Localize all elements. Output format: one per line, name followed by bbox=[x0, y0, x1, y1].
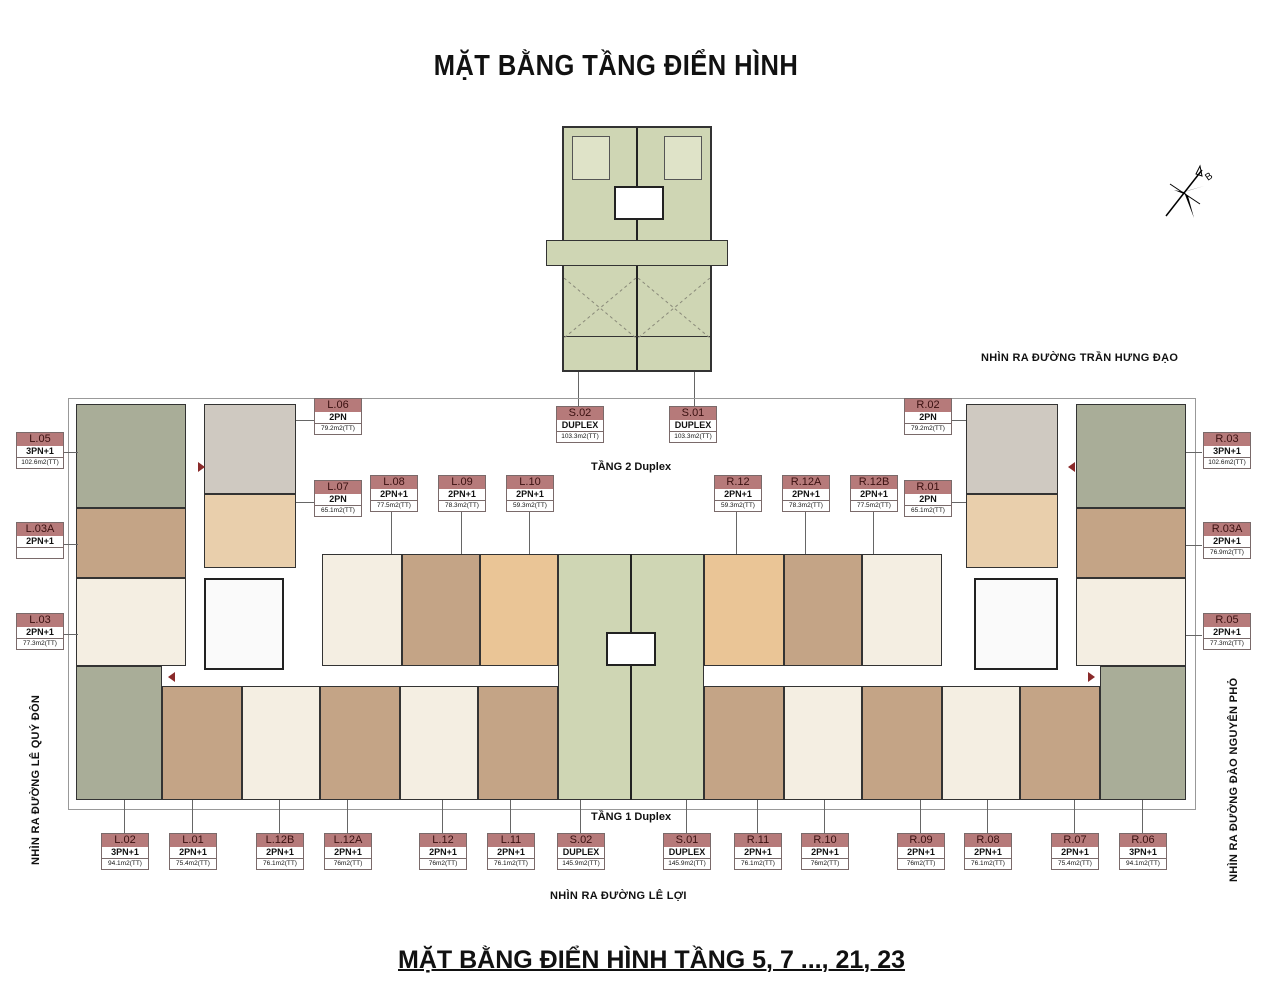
floor-label-lower: TẦNG 1 Duplex bbox=[591, 811, 672, 823]
unit-tag-R11[interactable]: R.11 2PN+1 76.1m2(TT) bbox=[734, 833, 782, 870]
unit-tag-R12A[interactable]: R.12A 2PN+1 78.3m2(TT) bbox=[782, 475, 830, 512]
unit-tag-R06[interactable]: R.06 3PN+1 94.1m2(TT) bbox=[1119, 833, 1167, 870]
north-arrow-icon: B bbox=[1165, 164, 1215, 218]
unit-L03A[interactable] bbox=[76, 508, 186, 578]
unit-L03[interactable] bbox=[76, 578, 186, 666]
unit-tag-R07[interactable]: R.07 2PN+1 75.4m2(TT) bbox=[1051, 833, 1099, 870]
unit-tag-L11[interactable]: L.11 2PN+1 76.1m2(TT) bbox=[487, 833, 535, 870]
unit-tag-L09[interactable]: L.09 2PN+1 78.3m2(TT) bbox=[438, 475, 486, 512]
unit-R10[interactable] bbox=[784, 686, 862, 800]
unit-tag-L12[interactable]: L.12 2PN+1 76m2(TT) bbox=[419, 833, 467, 870]
unit-L12A[interactable] bbox=[320, 686, 400, 800]
unit-tag-R03[interactable]: R.03 3PN+1 102.6m2(TT) bbox=[1203, 432, 1251, 469]
unit-L05[interactable] bbox=[76, 404, 186, 508]
road-label-east: NHÌN RA ĐƯỜNG ĐÀO NGUYÊN PHỎ bbox=[1228, 677, 1240, 882]
unit-R03[interactable] bbox=[1076, 404, 1186, 508]
entry-arrow-icon bbox=[198, 462, 205, 472]
svg-text:B: B bbox=[1203, 170, 1215, 183]
unit-tag-L01[interactable]: L.01 2PN+1 75.4m2(TT) bbox=[169, 833, 217, 870]
unit-tag-S01-lower[interactable]: S.01 DUPLEX 145.9m2(TT) bbox=[663, 833, 711, 870]
unit-R12B[interactable] bbox=[862, 554, 942, 666]
unit-R12[interactable] bbox=[704, 554, 784, 666]
unit-R02[interactable] bbox=[966, 404, 1058, 494]
unit-tag-R03A[interactable]: R.03A 2PN+1 76.9m2(TT) bbox=[1203, 522, 1251, 559]
unit-R05[interactable] bbox=[1076, 578, 1186, 666]
page-title: MẶT BẰNG TẦNG ĐIỂN HÌNH bbox=[433, 50, 799, 82]
unit-R01[interactable] bbox=[966, 494, 1058, 568]
entry-arrow-icon bbox=[1068, 462, 1075, 472]
page-subtitle: MẶT BẰNG ĐIỂN HÌNH TẦNG 5, 7 ..., 21, 23 bbox=[398, 946, 906, 974]
unit-L08[interactable] bbox=[322, 554, 402, 666]
unit-tag-R05[interactable]: R.05 2PN+1 77.3m2(TT) bbox=[1203, 613, 1251, 650]
unit-tag-L08[interactable]: L.08 2PN+1 77.5m2(TT) bbox=[370, 475, 418, 512]
unit-R11[interactable] bbox=[704, 686, 784, 800]
unit-L10[interactable] bbox=[480, 554, 558, 666]
unit-tag-L12B[interactable]: L.12B 2PN+1 76.1m2(TT) bbox=[256, 833, 304, 870]
unit-tag-L12A[interactable]: L.12A 2PN+1 76m2(TT) bbox=[324, 833, 372, 870]
unit-tag-R10[interactable]: R.10 2PN+1 76m2(TT) bbox=[801, 833, 849, 870]
unit-tag-R02[interactable]: R.02 2PN 79.2m2(TT) bbox=[904, 398, 952, 435]
unit-L01[interactable] bbox=[162, 686, 242, 800]
floor-label-upper: TẦNG 2 Duplex bbox=[591, 461, 672, 473]
unit-tag-R08[interactable]: R.08 2PN+1 76.1m2(TT) bbox=[964, 833, 1012, 870]
unit-tag-R09[interactable]: R.09 2PN+1 76m2(TT) bbox=[897, 833, 945, 870]
unit-L09[interactable] bbox=[402, 554, 480, 666]
unit-L06[interactable] bbox=[204, 404, 296, 494]
unit-tag-L10[interactable]: L.10 2PN+1 59.3m2(TT) bbox=[506, 475, 554, 512]
unit-tag-L07[interactable]: L.07 2PN 65.1m2(TT) bbox=[314, 480, 362, 517]
unit-R03A[interactable] bbox=[1076, 508, 1186, 578]
road-label-west: NHÌN RA ĐƯỜNG LÊ QUÝ ĐÔN bbox=[30, 694, 42, 865]
unit-tag-L05[interactable]: L.05 3PN+1 102.6m2(TT) bbox=[16, 432, 64, 469]
building-outline bbox=[68, 398, 1196, 810]
road-label-south: NHÌN RA ĐƯỜNG LÊ LỢI bbox=[550, 890, 687, 902]
unit-R06[interactable] bbox=[1100, 666, 1186, 800]
entry-arrow-icon bbox=[1088, 672, 1095, 682]
unit-tag-S01-upper[interactable]: S.01 DUPLEX 103.3m2(TT) bbox=[669, 406, 717, 443]
unit-L02[interactable] bbox=[76, 666, 162, 800]
unit-R08[interactable] bbox=[942, 686, 1020, 800]
unit-tag-L02[interactable]: L.02 3PN+1 94.1m2(TT) bbox=[101, 833, 149, 870]
unit-tag-S02-lower[interactable]: S.02 DUPLEX 145.9m2(TT) bbox=[557, 833, 605, 870]
core-right bbox=[974, 578, 1058, 670]
unit-tag-L03[interactable]: L.03 2PN+1 77.3m2(TT) bbox=[16, 613, 64, 650]
unit-tag-R12B[interactable]: R.12B 2PN+1 77.5m2(TT) bbox=[850, 475, 898, 512]
unit-L07[interactable] bbox=[204, 494, 296, 568]
road-label-north: NHÌN RA ĐƯỜNG TRẦN HƯNG ĐẠO bbox=[981, 352, 1179, 364]
core-left bbox=[204, 578, 284, 670]
unit-L11[interactable] bbox=[478, 686, 558, 800]
unit-R07[interactable] bbox=[1020, 686, 1100, 800]
unit-tag-S02-upper[interactable]: S.02 DUPLEX 103.3m2(TT) bbox=[556, 406, 604, 443]
unit-tag-R01[interactable]: R.01 2PN 65.1m2(TT) bbox=[904, 480, 952, 517]
unit-R12A[interactable] bbox=[784, 554, 862, 666]
unit-tag-L06[interactable]: L.06 2PN 79.2m2(TT) bbox=[314, 398, 362, 435]
unit-tag-L03A[interactable]: L.03A 2PN+1 bbox=[16, 522, 64, 559]
unit-tag-R12[interactable]: R.12 2PN+1 59.3m2(TT) bbox=[714, 475, 762, 512]
entry-arrow-icon bbox=[168, 672, 175, 682]
unit-L12B[interactable] bbox=[242, 686, 320, 800]
unit-R09[interactable] bbox=[862, 686, 942, 800]
unit-L12[interactable] bbox=[400, 686, 478, 800]
